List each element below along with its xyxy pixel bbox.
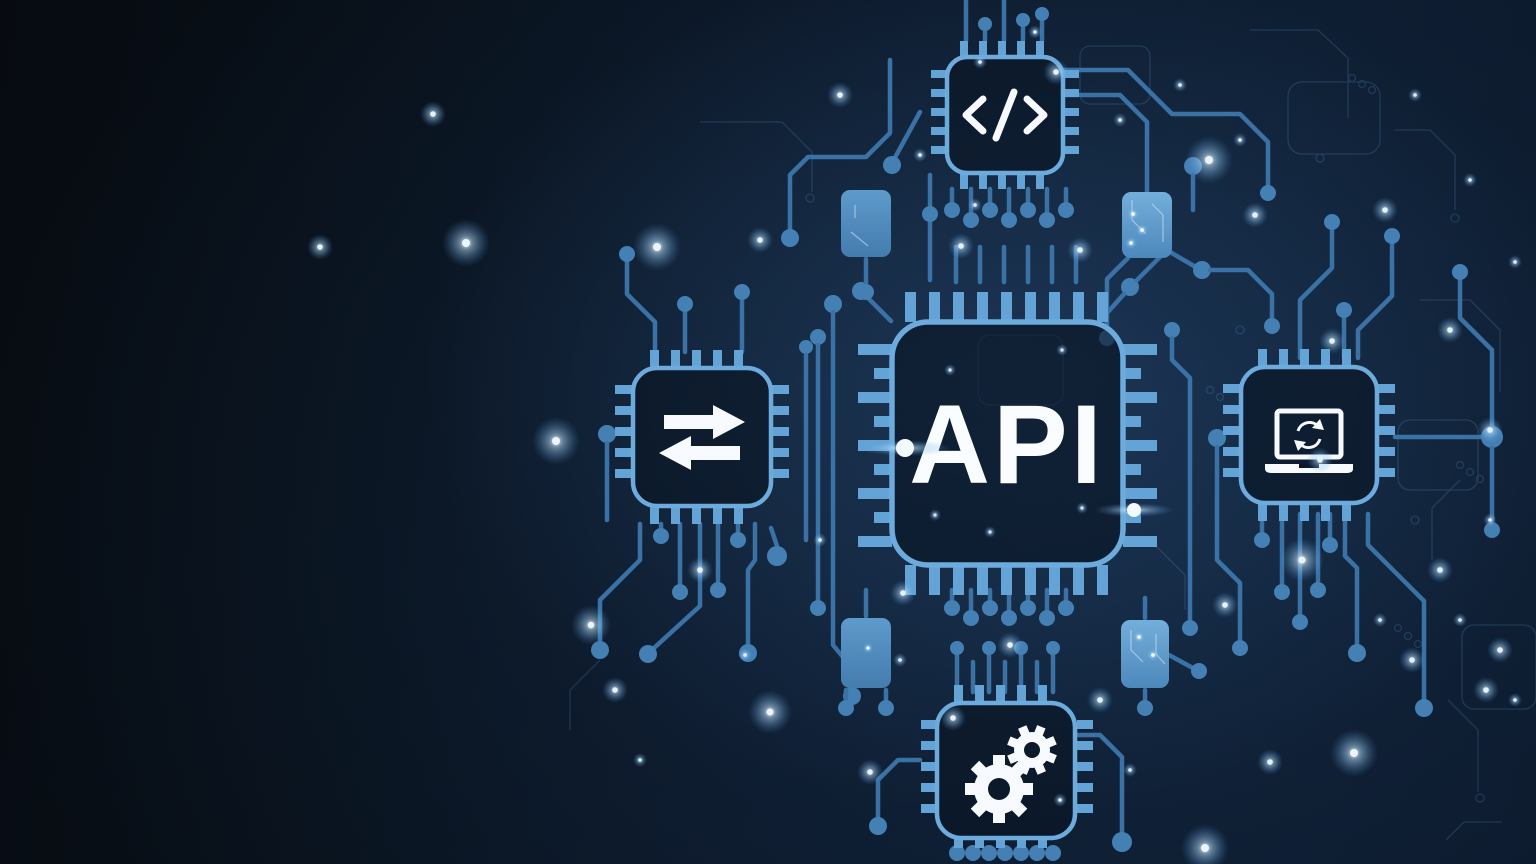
- right-sync-chip: [1223, 349, 1395, 521]
- circuit-traces: [591, 0, 1503, 861]
- data-exchange-icon: [659, 405, 745, 470]
- module-nw: [841, 190, 891, 257]
- left-exchange-chip: [615, 350, 789, 524]
- code-icon: [962, 88, 1048, 142]
- module-se: [1121, 620, 1169, 688]
- top-code-chip: [931, 41, 1079, 189]
- bottom-gears-chip: [921, 685, 1093, 848]
- glow-sparks: [307, 25, 1522, 864]
